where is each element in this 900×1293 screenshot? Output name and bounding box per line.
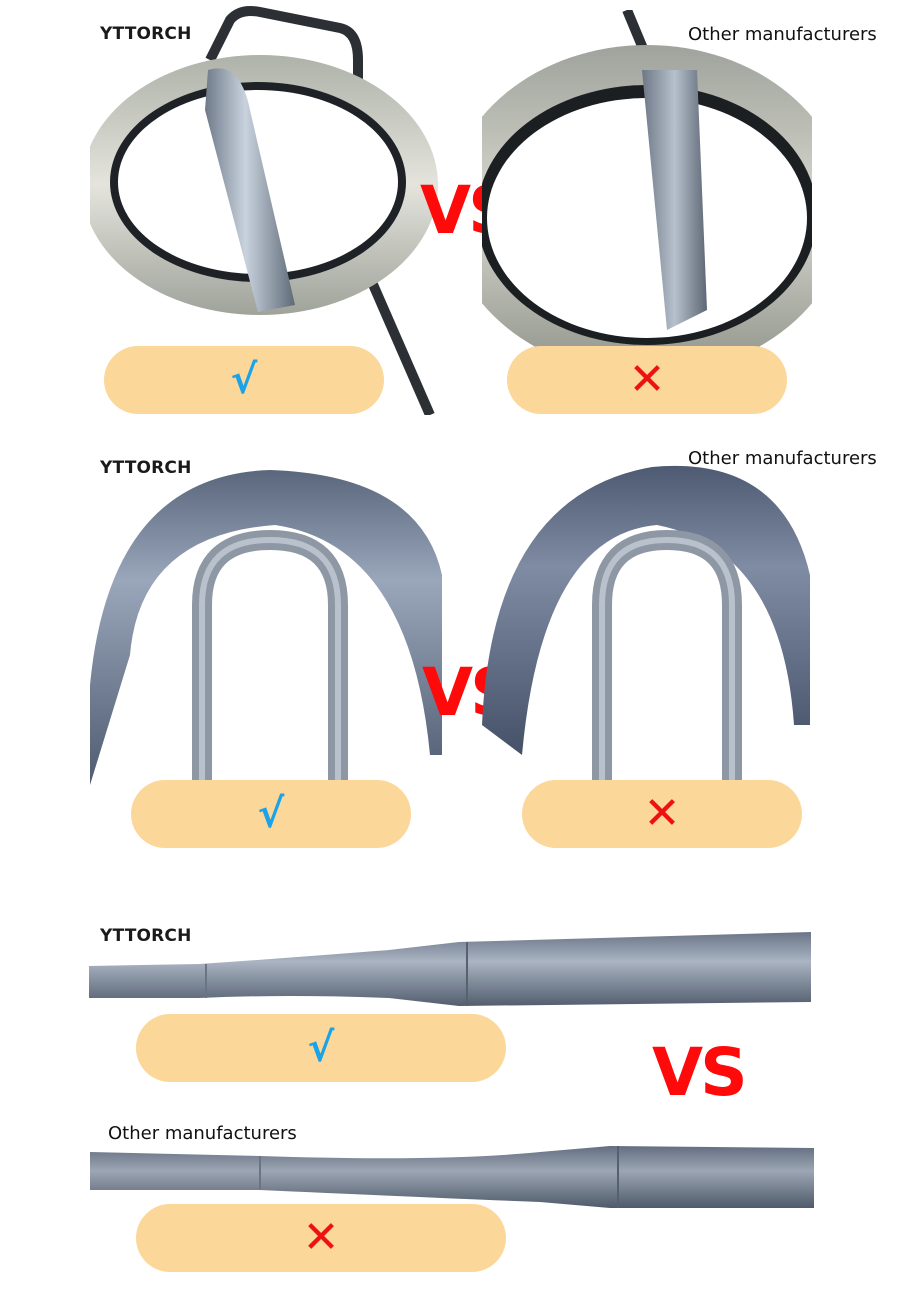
cross-icon: ✕ [643, 788, 681, 839]
other-manufacturers-label: Other manufacturers [688, 24, 877, 45]
brand-label: YTTORCH [100, 458, 192, 478]
bad-pill: ✕ [507, 346, 787, 414]
good-pill: √ [131, 780, 411, 848]
yttorch-ring-photo [90, 6, 438, 415]
cross-icon: ✕ [628, 354, 666, 405]
other-taper-photo [90, 1146, 814, 1208]
check-icon: √ [230, 357, 258, 403]
brand-label: YTTORCH [100, 24, 192, 44]
brand-label: YTTORCH [100, 926, 192, 946]
good-pill: √ [136, 1014, 506, 1082]
other-manufacturers-label: Other manufacturers [108, 1123, 297, 1144]
check-icon: √ [307, 1025, 335, 1071]
check-icon: √ [257, 791, 285, 837]
good-pill: √ [104, 346, 384, 414]
other-manufacturers-label: Other manufacturers [688, 448, 877, 469]
yttorch-bend-photo [90, 470, 442, 785]
vs-label: VS [652, 1034, 748, 1111]
other-bend-photo [482, 465, 810, 785]
bad-pill: ✕ [136, 1204, 506, 1272]
other-ring-photo [482, 10, 812, 360]
bad-pill: ✕ [522, 780, 802, 848]
cross-icon: ✕ [302, 1212, 340, 1263]
yttorch-taper-photo [89, 932, 811, 1006]
